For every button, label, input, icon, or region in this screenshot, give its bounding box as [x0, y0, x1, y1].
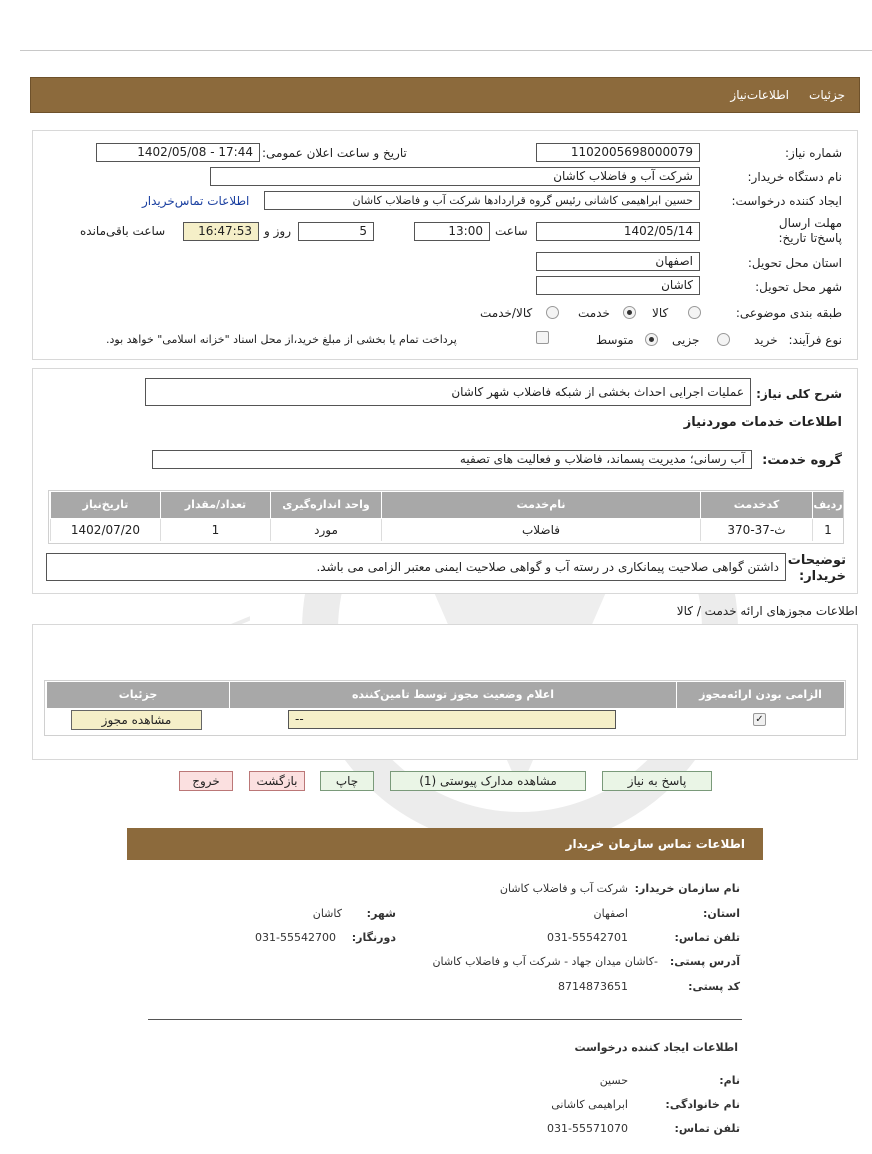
contact-phone-value: 031-55542701: [547, 931, 628, 944]
need-number-field: 1102005698000079: [536, 143, 700, 162]
col-header-unit: واحد اندازه‌گیری: [270, 492, 381, 518]
services-title: اطلاعات خدمات موردنیاز: [683, 415, 842, 430]
tab-header: جزئیات اطلاعات‌نیاز: [30, 77, 860, 113]
contact-phone-label: تلفن تماس:: [674, 931, 740, 944]
treasury-payment-checkbox[interactable]: [536, 331, 549, 344]
creator-family-value: ابراهیمی کاشانی: [551, 1098, 628, 1111]
creator-label: ایجاد کننده درخواست:: [731, 194, 842, 208]
col-header-qty: تعداد/مقدار: [160, 492, 270, 518]
days-label: روز و: [264, 224, 291, 238]
process-radio-medium[interactable]: [645, 333, 658, 346]
process-option-partial: جزیی: [672, 333, 700, 347]
deadline-time-field: 13:00: [414, 222, 490, 241]
col-header-row: ردیف: [812, 492, 843, 518]
table-cell-code: ث-37-370: [700, 519, 812, 541]
contact-fax-value: 031-55542700: [255, 931, 336, 944]
process-option-medium: متوسط: [596, 333, 634, 347]
contact-org-label: نام سازمان خریدار:: [634, 882, 740, 895]
days-field: 5: [298, 222, 374, 241]
contact-divider: [148, 1019, 742, 1020]
buyer-notes-field: داشتن گواهی صلاحیت پیمانکاری در رسته آب …: [46, 553, 786, 581]
contact-org-value: شرکت آب و فاضلاب کاشان: [499, 882, 628, 895]
buyer-org-label: نام دستگاه خریدار:: [747, 170, 843, 184]
category-radio-service[interactable]: [623, 306, 636, 319]
category-radio-goods[interactable]: [688, 306, 701, 319]
need-number-label: شماره نیاز:: [785, 146, 842, 160]
category-radio-both[interactable]: [546, 306, 559, 319]
category-option-both: کالا/خدمت: [480, 306, 533, 320]
buyer-org-field: شرکت آب و فاضلاب کاشان: [210, 167, 700, 186]
permit-status-field[interactable]: --: [288, 710, 616, 729]
service-group-label: گروه خدمت:: [762, 453, 842, 468]
print-button[interactable]: چاپ: [320, 771, 374, 791]
top-divider: [20, 50, 872, 51]
contact-province-value: اصفهان: [593, 907, 628, 920]
category-label: طبقه بندی موضوعی:: [735, 306, 842, 320]
back-button[interactable]: بازگشت: [249, 771, 305, 791]
table-cell-unit: مورد: [270, 519, 381, 541]
creator-info-title: اطلاعات ایجاد کننده درخواست: [574, 1041, 738, 1054]
view-permit-button[interactable]: مشاهده مجوز: [71, 710, 202, 730]
creator-family-label: نام خانوادگی:: [665, 1098, 740, 1111]
permit-col-status: اعلام وضعیت مجوز توسط تامین‌کننده: [229, 682, 676, 708]
contact-postal-value: 8714873651: [558, 980, 628, 993]
permit-required-checkbox: ✓: [753, 713, 766, 726]
contact-city-value: کاشان: [312, 907, 342, 920]
creator-phone-label: تلفن تماس:: [674, 1122, 740, 1135]
buyer-contact-link[interactable]: اطلاعات تماس‌خریدار: [142, 194, 250, 208]
col-header-name: نام‌خدمت: [381, 492, 700, 518]
permit-col-required: الزامی بودن ارائه‌مجوز: [676, 682, 844, 708]
col-header-date: تاریخ‌نیاز: [50, 492, 160, 518]
announce-field: 1402/05/08 - 17:44: [96, 143, 260, 162]
table-cell-qty: 1: [160, 519, 270, 541]
category-option-service: خدمت: [578, 306, 610, 320]
deadline-time-label: ساعت: [495, 224, 528, 238]
remaining-time-field: 16:47:53: [183, 222, 259, 241]
permit-col-details: جزئیات: [46, 682, 229, 708]
city-field: کاشان: [536, 276, 700, 295]
reply-button[interactable]: پاسخ به نیاز: [602, 771, 712, 791]
contact-header: اطلاعات تماس سازمان خریدار: [127, 828, 763, 860]
creator-field: حسین ابراهیمی کاشانی رئیس گروه قراردادها…: [264, 191, 700, 210]
province-field: اصفهان: [536, 252, 700, 271]
province-label: استان محل تحویل:: [747, 256, 842, 270]
creator-name-label: نام:: [719, 1074, 740, 1087]
permits-table: [44, 680, 846, 736]
contact-province-label: استان:: [703, 907, 740, 920]
contact-fax-label: دورنگار:: [351, 931, 396, 944]
treasury-payment-note: پرداخت تمام یا بخشی از مبلغ خرید،از محل …: [106, 333, 457, 346]
process-radio-partial[interactable]: [717, 333, 730, 346]
creator-name-value: حسین: [599, 1074, 628, 1087]
contact-title: اطلاعات تماس سازمان خریدار: [565, 837, 745, 851]
deadline-label: مهلت ارسال پاسخ‌تا تاریخ:: [778, 216, 842, 245]
table-cell-row: 1: [812, 519, 843, 541]
contact-address-label: آدرس پستی:: [669, 955, 740, 968]
announce-label: تاریخ و ساعت اعلان عمومی:: [262, 146, 407, 160]
creator-phone-value: 031-55571070: [547, 1122, 628, 1135]
process-type-buy: خرید: [754, 333, 778, 347]
tab-need-info[interactable]: اطلاعات‌نیاز: [730, 88, 789, 102]
services-table: [48, 490, 844, 544]
need-info-panel: [32, 130, 858, 360]
tab-details[interactable]: جزئیات: [809, 88, 845, 102]
category-option-goods: کالا: [652, 306, 669, 320]
process-label: نوع فرآیند:: [788, 333, 842, 347]
contact-city-label: شهر:: [366, 907, 396, 920]
service-group-field: آب رسانی؛ مدیریت پسماند، فاضلاب و فعالیت…: [152, 450, 752, 469]
col-header-code: کدخدمت: [700, 492, 812, 518]
table-cell-date: 1402/07/20: [50, 519, 160, 541]
general-desc-label: شرح کلی نیاز:: [756, 387, 842, 401]
table-cell-name: فاضلاب: [381, 519, 700, 541]
contact-postal-label: کد پستی:: [688, 980, 740, 993]
contact-address-value: -کاشان میدان جهاد - شرکت آب و فاضلاب کاش…: [432, 955, 658, 968]
permits-title: اطلاعات مجوزهای ارائه خدمت / کالا: [676, 604, 858, 618]
attachments-button[interactable]: مشاهده مدارک پیوستی (1): [390, 771, 586, 791]
city-label: شهر محل تحویل:: [755, 280, 842, 294]
buyer-notes-label: توضیحات خریدار:: [787, 553, 846, 584]
general-desc-field: عملیات اجرایی احداث بخشی از شبکه فاضلاب …: [145, 378, 751, 406]
exit-button[interactable]: خروج: [179, 771, 233, 791]
deadline-date-field: 1402/05/14: [536, 222, 700, 241]
remaining-label: ساعت باقی‌مانده: [80, 224, 166, 238]
